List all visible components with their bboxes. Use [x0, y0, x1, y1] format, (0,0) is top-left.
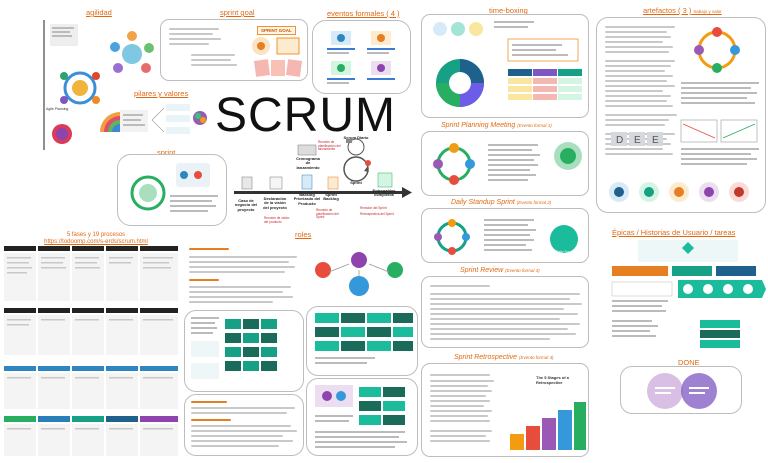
daily-card: Daily Scrum — [421, 208, 589, 263]
roles-card-4 — [306, 378, 418, 456]
section-title-artefactos: artefactos ( 3 ) trabajo y valor — [643, 6, 722, 15]
retro-heading: The 5 Stages of a Retrospective — [536, 375, 569, 385]
flow-step-4: Sprint Backlog — [323, 192, 339, 202]
svg-text:D: D — [616, 135, 623, 146]
flow-red-note-2: Reunión de visión del producto — [264, 216, 290, 224]
scrum-flow: Caso de negocio del proyecto Declaración… — [228, 133, 418, 228]
roles-card-1 — [184, 310, 304, 392]
roles-people — [303, 242, 415, 302]
done-card — [620, 366, 742, 414]
event-title-planning: Sprint Planning Meeting (Evento formal 1… — [441, 122, 552, 129]
artefactos-icons-row — [609, 182, 749, 202]
event-title-retro: Sprint Retrospective (Evento formal 4) — [454, 354, 554, 361]
sprint-goal-card: SPRINT GOAL — [160, 19, 308, 81]
pilares-diagram — [118, 100, 213, 140]
eventos-icons — [327, 31, 395, 84]
fases-title: 5 fases y 19 procesos https://todoomp.co… — [36, 232, 156, 246]
review-card — [421, 276, 589, 348]
section-title-eventos: eventos formales ( 4 ) — [327, 9, 400, 18]
artefactos-card: D E E — [596, 17, 766, 213]
sprint-goal-illustration — [252, 37, 303, 77]
planning-card — [421, 131, 589, 196]
section-title-roles: roles — [295, 230, 312, 239]
svg-text:E: E — [652, 135, 659, 146]
roles-card-2 — [306, 306, 418, 376]
retro-card: The 5 Stages of a Retrospective — [421, 363, 589, 457]
flow-top-label-2: Sprint — [350, 180, 362, 185]
flow-step-2: Declaración de la visión del proyecto — [263, 196, 287, 210]
roles-card-3 — [184, 394, 304, 456]
artefactos-graphics — [680, 27, 759, 165]
section-title-epicas: Épicas / Historias de Usuario / tareas — [612, 228, 736, 237]
flow-step-5: Entregables completos — [372, 188, 396, 198]
svg-text:E: E — [634, 135, 641, 146]
section-title-sprint-goal: sprint goal — [220, 8, 255, 17]
flow-red-note-3: Reunión de planificación del Sprint — [316, 208, 339, 220]
flow-top-label-3: Scrum Diario — [343, 135, 369, 140]
section-title-time-boxing: time-boxing — [489, 6, 528, 15]
section-title-done: DONE — [678, 358, 700, 367]
flow-red-note-5: Retrospectiva del Sprint — [360, 212, 394, 216]
main-title: SCRUM — [215, 89, 396, 142]
flow-step-3: Backlog Priorizado del Producto — [293, 192, 321, 206]
eventos-card — [312, 20, 411, 94]
fases-title-line-1: 5 fases y 19 procesos — [66, 232, 126, 238]
time-boxing-card — [421, 14, 589, 118]
sprint-goal-badge: SPRINT GOAL — [257, 26, 296, 35]
event-title-daily: Daily Standup Sprint (Evento formal 2) — [451, 199, 552, 206]
fases-link[interactable]: https://todoomp.com/s-erds/scrum.html — [44, 239, 148, 245]
flow-step-1: Caso de negocio del proyecto — [234, 198, 258, 212]
section-title-agilidad: agilidad — [86, 8, 112, 17]
flow-red-note-4: Revisión del Sprint — [360, 206, 387, 210]
section-title-sprint: sprint — [157, 148, 176, 157]
agile-planning-label: Agile Planning — [46, 107, 69, 111]
roles-text-block — [185, 244, 303, 310]
fases-grid — [4, 246, 180, 458]
section-title-pilares: pilares y valores — [134, 89, 189, 98]
daily-scrum-label: Daily Scrum — [556, 250, 575, 254]
sprint-card — [117, 154, 227, 226]
dee-blocks: D E E — [611, 132, 663, 146]
retro-stairs — [510, 402, 586, 450]
flow-top-label-1: Cronograma de lanzamiento — [296, 156, 320, 170]
flow-red-note-1: Reunión de planificación del lanzamiento — [318, 140, 341, 152]
event-title-review: Sprint Review (Evento formal 3) — [460, 267, 540, 274]
epicas-panel — [608, 238, 766, 356]
